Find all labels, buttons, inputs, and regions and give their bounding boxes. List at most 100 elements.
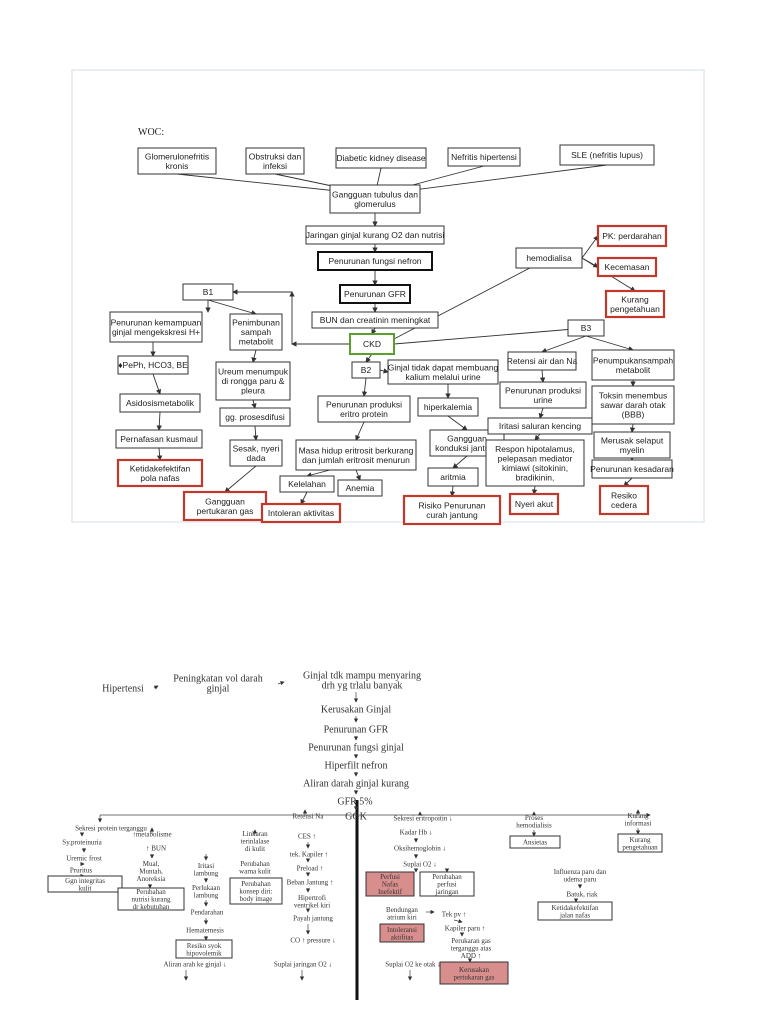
node-label: Pendarahan [191,909,224,917]
connector-arrow [541,335,587,353]
node-box [591,349,675,381]
node-label: ↑metabolisme [132,831,171,839]
node-label: pertukaran gas [197,506,254,516]
node-nefr: Nefritis hipertensi [447,147,521,167]
node-box [507,351,577,371]
node-label: Kurang [621,294,649,304]
node-label: B1 [203,287,214,297]
node-box [175,939,233,959]
node-label: konduksi jantung [435,443,499,453]
node-box [335,147,427,169]
node-label: terganggu atas [451,945,492,953]
node-box [117,355,189,375]
connector-arrow [224,465,257,493]
node-label: Hipertrofi [298,894,326,902]
node-kapiler: Kapiler paru ↑ [445,925,485,933]
connector-arrow [156,447,163,461]
node-label: gg. prosesdifusi [225,412,285,422]
node-label: kulit [79,884,92,892]
connector-arrow [153,685,159,690]
node-label: Anoreksia [137,875,167,883]
node-label: Ginjal tidak dapat membuang [388,362,499,372]
node-box [260,502,342,524]
node-label: Muntah, [139,868,163,876]
node-label: aktifitas [391,933,414,941]
node-label: ventrikel kiri [294,901,330,909]
node-kec: Kecemasan [596,256,658,278]
node-box [219,407,291,427]
node-box [339,284,411,304]
node-label: hiperkalemia [424,402,472,412]
node-batuk: Batuk, riak [566,891,598,899]
node-label: Pruritus [70,867,92,875]
node-label: Kelelahan [288,479,326,489]
node-box [115,429,203,449]
node-peph: ♦PePh, HCO3, BE [117,355,189,375]
node-box [182,283,234,301]
node-label: Suplai O2 ke otak ↓ [385,961,441,969]
node-label: hemodialisis [516,821,552,829]
connector-arrow [534,433,541,441]
node-box [559,144,655,166]
node-box [182,490,268,522]
node-label: Uremic frost [66,855,102,863]
node-box [351,361,381,379]
connector-arrow [581,235,599,259]
connector-arrow [449,485,456,497]
node-label: Perubahan [432,873,462,881]
connector-arrow [629,423,636,433]
node-label: Proses [525,814,544,822]
node-b2: B2 [351,361,381,379]
node-box [365,871,415,897]
node-label: Merusak selaput [601,435,664,445]
node-label: ginjal [207,684,230,695]
node-box [591,459,673,479]
node-label: Glomerulonefritis [145,151,209,161]
node-label: eritro protein [340,409,388,419]
connector-arrow [365,353,373,363]
node-box [485,439,585,487]
node-box [215,361,291,401]
node-retna: Retensi Na [293,813,325,821]
node-label: cedera [611,500,637,510]
node-label: Penurunan kemampuan [111,317,202,327]
node-label: CES ↑ [298,833,316,841]
node-label: Retensi Na [293,813,325,821]
node-box [229,877,283,905]
node-kerus: Kerusakan Ginjal [321,705,391,716]
node-label: Perlukaan [192,884,220,892]
node-gfr: Penurunan GFR [339,284,411,304]
node-psuria: Sy.proteinuria [62,839,102,847]
connector-arrow [539,369,546,383]
node-label: pengetahuan [622,843,658,851]
node-label: GFR 5% [337,797,372,808]
node-label: Intoleran aktivitas [268,508,334,518]
connector-arrow [251,349,257,363]
node-label: Gangguan [205,496,245,506]
node-label: Risiko Penurunan [418,500,485,510]
node-label: Intoleransi [387,926,417,934]
node-box [537,901,613,921]
node-box [596,224,668,248]
node-label: aritmia [440,472,466,482]
node-label: GGK [345,812,367,823]
node-label: Ansietas [523,839,547,847]
node-label: Sesak, nyeri [233,443,280,453]
node-label: Hiperfilt nefron [324,761,387,772]
node-label: metabolit [239,337,274,347]
node-label: bradikinin, [516,472,555,482]
node-pk: PK: perdarahan [596,224,668,248]
node-b3: B3 [567,319,605,337]
node-gfr: Penurunan GFR [324,725,389,736]
